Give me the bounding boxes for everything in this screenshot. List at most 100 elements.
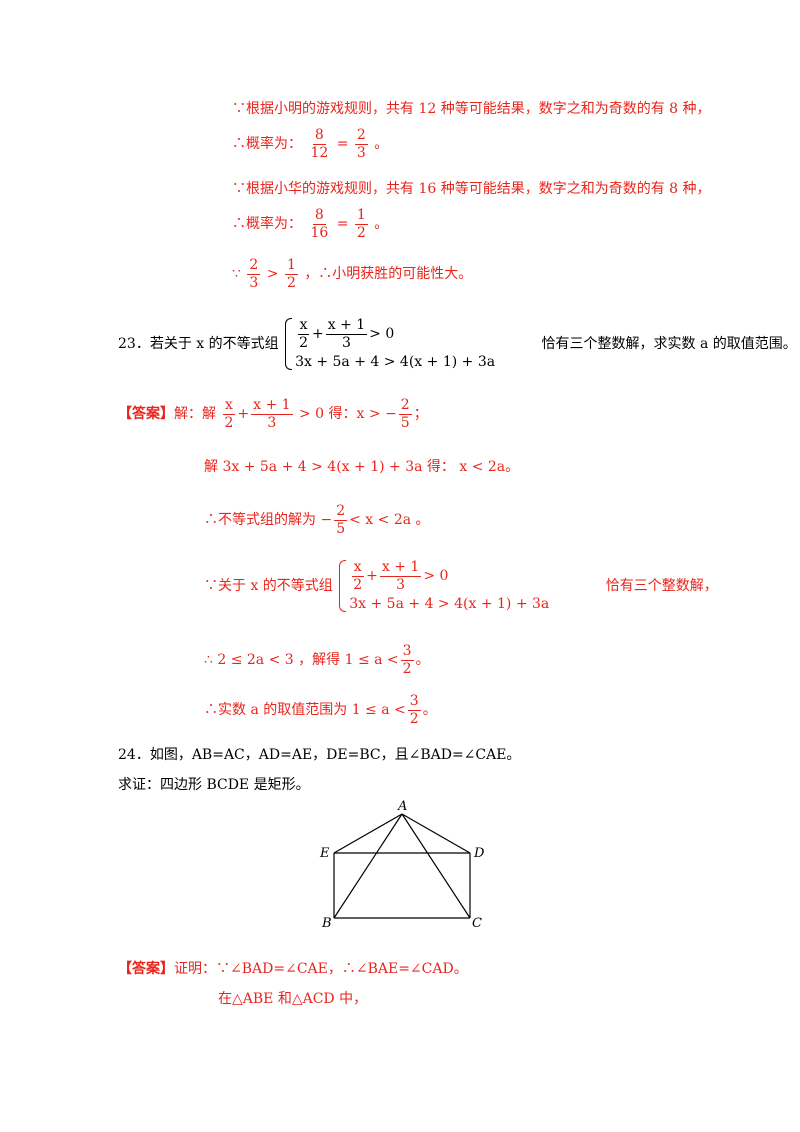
- q22-line-3: ∵根据小华的游戏规则，共有 16 种等可能结果，数字之和为奇数的有 8 种，: [232, 181, 711, 197]
- punctuation: 。: [422, 702, 437, 719]
- q24-answer-line-1: 【答案】证明：∵∠BAD=∠CAE，∴∠BAE=∠CAD。: [118, 958, 468, 978]
- greater-than-sign: >: [266, 266, 279, 283]
- punctuation: ；: [413, 406, 428, 423]
- answer-label: 【答案】: [118, 406, 174, 423]
- numerator: 2: [247, 257, 261, 275]
- answer-text: > 0 得：x > −: [299, 406, 397, 423]
- answer-text: ∴不等式组的解为 −: [204, 512, 333, 529]
- denominator: 12: [310, 144, 329, 161]
- segment-AC: [401, 813, 471, 919]
- q24-line-1: 24．如图，AB=AC，AD=AE，DE=BC，且∠BAD=∠CAE。: [118, 747, 521, 763]
- numerator: 2: [354, 127, 368, 145]
- punctuation: 。: [374, 136, 389, 153]
- q22-l2-prefix: ∴概率为：: [232, 136, 302, 153]
- denominator: 2: [224, 414, 234, 431]
- segment-AB: [333, 813, 403, 919]
- numerator: 8: [312, 207, 326, 225]
- equals-sign: =: [336, 216, 349, 233]
- numerator: x: [351, 559, 364, 577]
- system-row-2: 3x + 5a + 4 > 4(x + 1) + 3a: [349, 596, 550, 613]
- q23-suffix: 恰有三个整数解，求实数 a 的取值范围。: [541, 336, 797, 353]
- numerator: x + 1: [251, 397, 293, 415]
- numerator: 1: [284, 257, 298, 275]
- denominator: 2: [353, 576, 363, 593]
- denominator: 5: [400, 414, 410, 431]
- label-A: A: [397, 799, 407, 814]
- label-D: D: [473, 846, 485, 861]
- left-brace: [339, 560, 347, 613]
- segment-AE: [333, 813, 403, 854]
- label-E: E: [319, 846, 330, 861]
- q23-answer-line-2: 解 3x + 5a + 4 > 4(x + 1) + 3a 得： x < 2a。: [204, 456, 519, 476]
- q22-l5-suffix: ，∴小明获胜的可能性大。: [304, 266, 473, 283]
- q23-prefix: 23．若关于 x 的不等式组: [118, 336, 279, 353]
- numerator: 1: [354, 207, 368, 225]
- left-brace: [285, 318, 293, 371]
- answer-text: 解: [204, 459, 218, 475]
- answer-label: 【答案】: [118, 961, 174, 977]
- inequality-tail: > 0: [423, 568, 449, 585]
- answer-text: < x < 2a 。: [349, 512, 430, 529]
- plus-sign: +: [237, 406, 250, 423]
- equals-sign: =: [336, 136, 349, 153]
- rectangle-figure: A E D B C: [319, 799, 485, 931]
- denominator: 3: [341, 334, 351, 351]
- punctuation: 。: [374, 216, 389, 233]
- inequality-tail: > 0: [369, 326, 395, 343]
- numerator: 2: [334, 503, 348, 521]
- answer-text: 解：解: [174, 406, 216, 423]
- inequality-expression: 3x + 5a + 4 > 4(x + 1) + 3a: [222, 459, 423, 475]
- system-row-2: 3x + 5a + 4 > 4(x + 1) + 3a: [295, 354, 496, 371]
- denominator: 3: [356, 144, 366, 161]
- answer-text: ∴实数 a 的取值范围为 1 ≤ a <: [204, 702, 406, 719]
- denominator: 3: [267, 414, 277, 431]
- because-symbol: ∵: [232, 266, 241, 283]
- denominator: 3: [249, 274, 259, 291]
- answer-text: 恰有三个整数解，: [605, 578, 718, 595]
- denominator: 2: [356, 224, 366, 241]
- numerator: x + 1: [325, 317, 368, 335]
- inequality-result: x < 2a: [459, 459, 506, 475]
- plus-sign: +: [312, 326, 324, 343]
- denominator: 16: [310, 224, 329, 241]
- numerator: 8: [312, 127, 326, 145]
- numerator: 2: [398, 397, 412, 415]
- denominator: 3: [396, 576, 406, 593]
- denominator: 2: [286, 274, 296, 291]
- numerator: 3: [407, 693, 421, 711]
- numerator: x: [297, 317, 310, 335]
- q24-answer-line-2: 在△ABE 和△ACD 中，: [218, 991, 368, 1007]
- label-C: C: [472, 916, 482, 931]
- answer-text: 得：: [426, 459, 455, 475]
- segment-AD: [401, 813, 471, 854]
- denominator: 2: [402, 660, 412, 677]
- label-B: B: [321, 916, 332, 931]
